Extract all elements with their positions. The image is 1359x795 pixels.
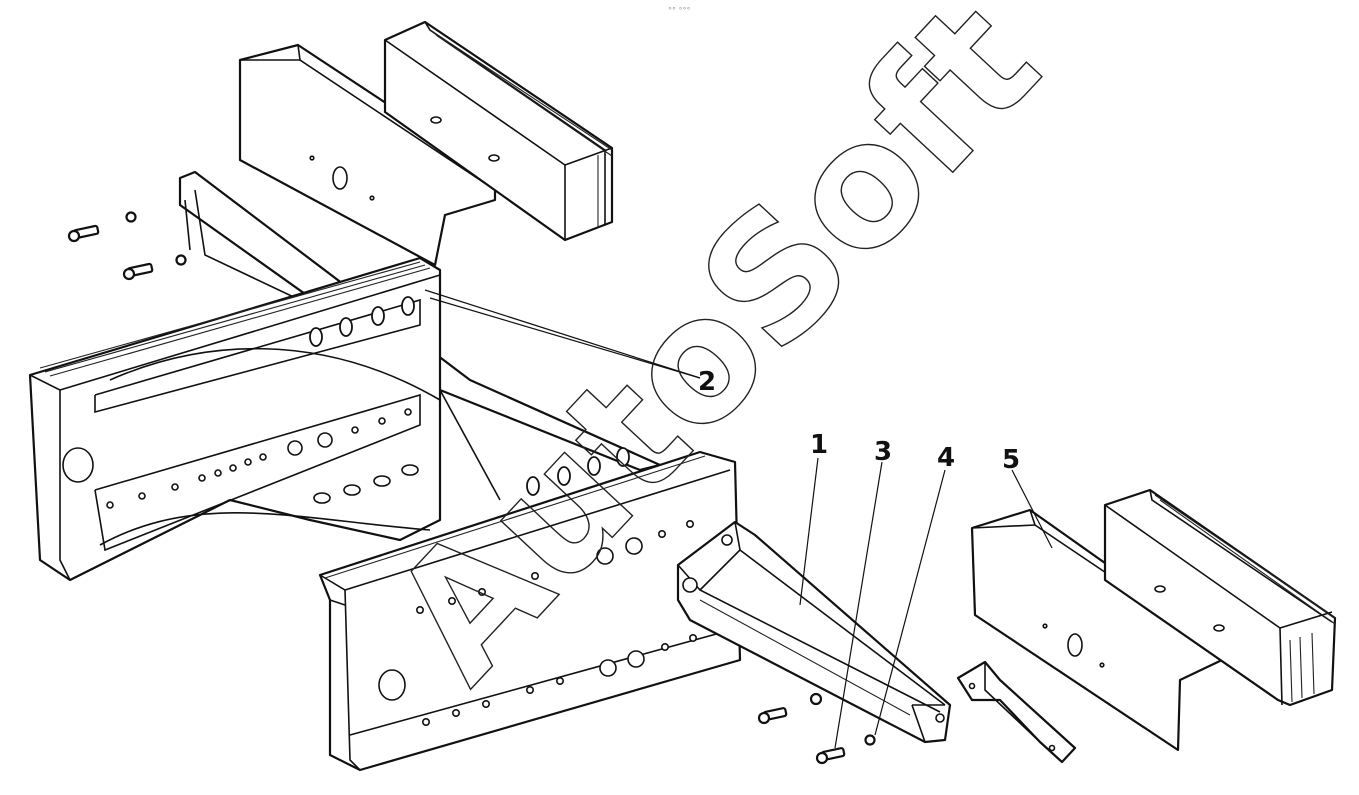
callout-2: 2 xyxy=(698,367,716,397)
callout-5: 5 xyxy=(1002,445,1020,475)
right-frame-rail xyxy=(318,447,742,772)
support-arm xyxy=(676,520,952,744)
lower-block xyxy=(1103,488,1337,707)
lower-fasteners xyxy=(757,692,876,765)
callout-1: 1 xyxy=(810,430,828,460)
upper-cover-plate xyxy=(238,43,497,267)
lower-cover-plate xyxy=(970,508,1230,752)
callout-labels: 2 1 3 4 5 xyxy=(698,367,1020,475)
angle-strap xyxy=(956,660,1077,764)
upper-fasteners xyxy=(67,211,187,281)
callout-4: 4 xyxy=(937,443,955,473)
leader-lines xyxy=(424,289,1053,749)
upper-block xyxy=(383,20,614,242)
callout-3: 3 xyxy=(874,437,892,467)
top-mark: °° °°° xyxy=(668,6,691,15)
left-frame-rail xyxy=(28,256,442,582)
